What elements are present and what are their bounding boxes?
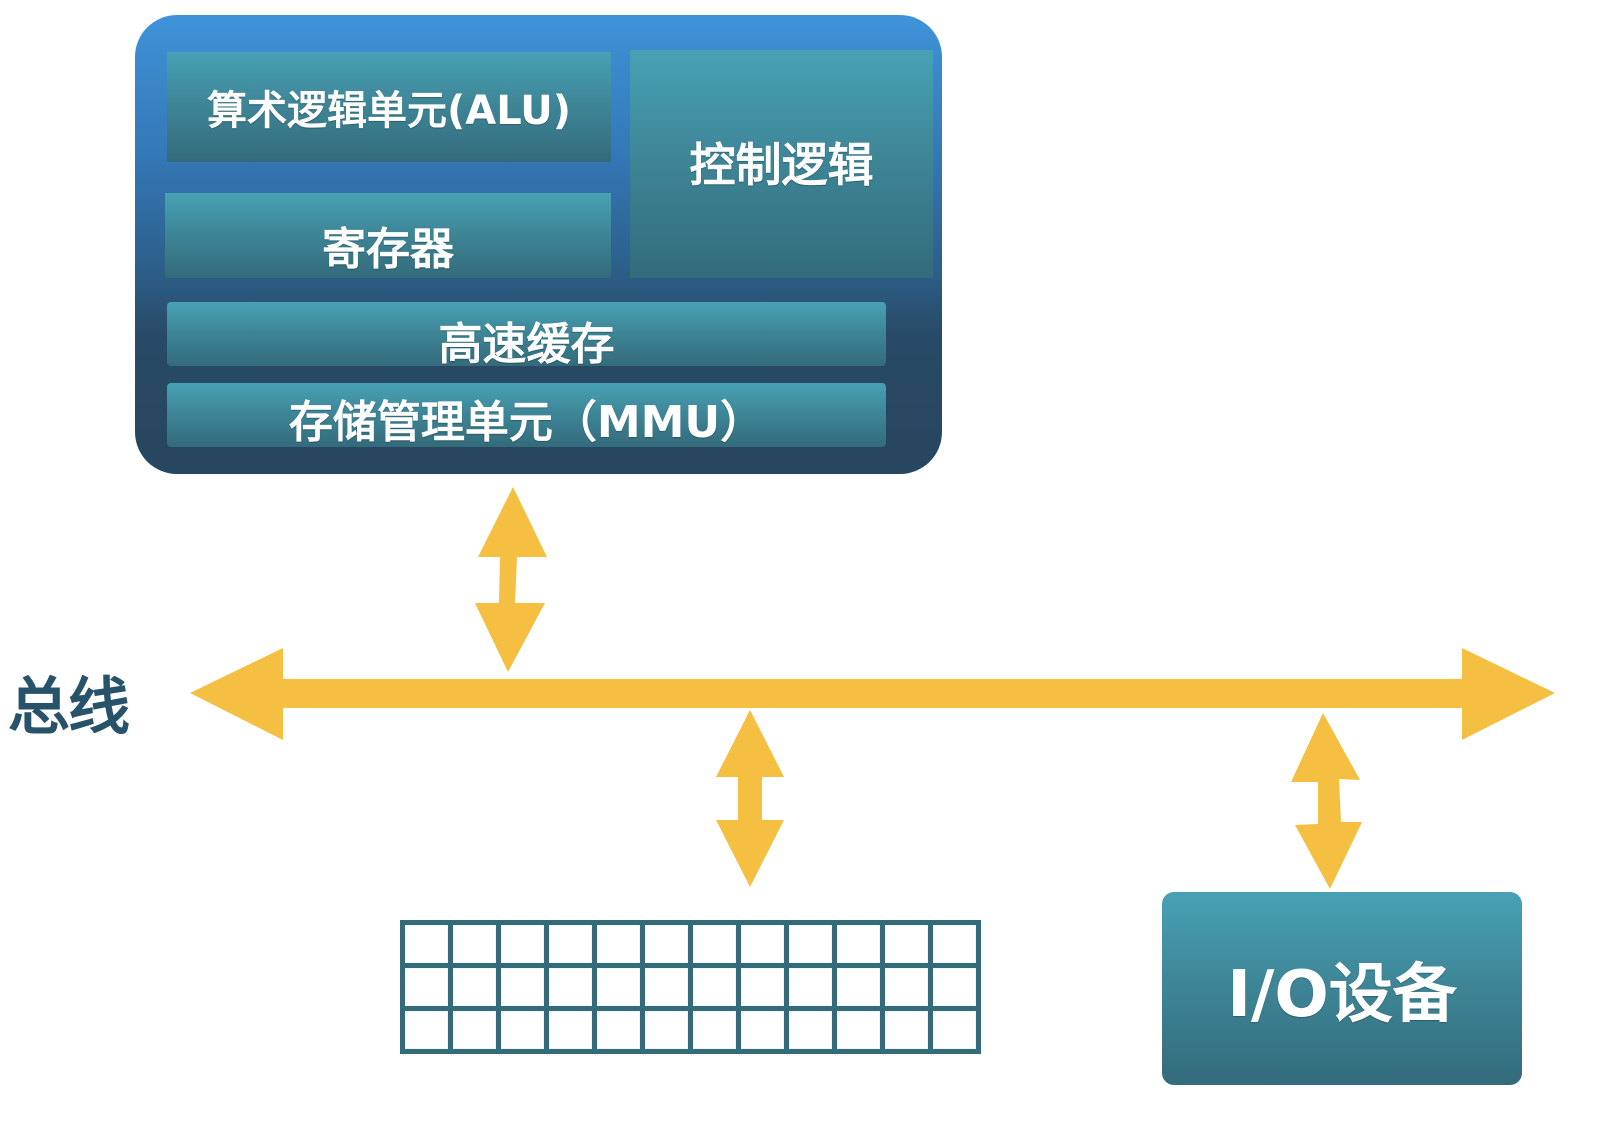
memory-cell <box>400 963 453 1011</box>
memory-cell <box>496 1006 549 1054</box>
memory-cell <box>832 920 885 968</box>
memory-row <box>400 963 981 1011</box>
memory-cell <box>784 963 837 1011</box>
memory-cells <box>400 920 981 1054</box>
memory-bus-arrow-icon <box>716 710 784 887</box>
memory-cell <box>688 920 741 968</box>
memory-cell <box>544 963 597 1011</box>
memory-cell <box>592 920 645 968</box>
register-block: 寄存器 <box>165 193 611 278</box>
memory-cell <box>448 1006 501 1054</box>
cache-block: 高速缓存 <box>167 302 886 370</box>
memory-cell <box>640 963 693 1011</box>
memory-cell <box>544 1006 597 1054</box>
memory-row <box>400 1006 981 1054</box>
bus-double-arrow-icon <box>190 648 1555 740</box>
memory-cell <box>640 920 693 968</box>
memory-cell <box>688 1006 741 1054</box>
control-logic-block: 控制逻辑 <box>630 50 933 278</box>
memory-cell <box>448 920 501 968</box>
memory-cell <box>592 963 645 1011</box>
memory-cell <box>928 963 981 1011</box>
io-bus-arrow-icon <box>1291 713 1362 889</box>
mmu-block: 存储管理单元（MMU） <box>167 383 886 448</box>
memory-cell <box>496 963 549 1011</box>
memory-cell <box>784 920 837 968</box>
memory-cell <box>736 1006 789 1054</box>
memory-cell <box>736 963 789 1011</box>
memory-cell <box>832 1006 885 1054</box>
memory-row <box>400 920 981 968</box>
alu-block: 算术逻辑单元(ALU) <box>167 52 611 162</box>
memory-grid <box>400 920 981 1054</box>
memory-cell <box>592 1006 645 1054</box>
memory-cell <box>400 920 453 968</box>
memory-cell <box>928 1006 981 1054</box>
memory-cell <box>832 963 885 1011</box>
memory-cell <box>688 963 741 1011</box>
memory-cell <box>880 963 933 1011</box>
memory-cell <box>448 963 501 1011</box>
memory-cell <box>640 1006 693 1054</box>
memory-cell <box>544 920 597 968</box>
memory-cell <box>736 920 789 968</box>
cpu-bus-arrow-icon <box>475 487 547 672</box>
memory-cell <box>400 1006 453 1054</box>
memory-cell <box>880 1006 933 1054</box>
memory-cell <box>928 920 981 968</box>
memory-cell <box>880 920 933 968</box>
memory-cell <box>784 1006 837 1054</box>
io-device-block: I/O设备 <box>1162 892 1522 1085</box>
bus-label: 总线 <box>8 670 130 743</box>
cpu-container: 算术逻辑单元(ALU) 控制逻辑 寄存器 高速缓存 存储管理单元（MMU） <box>135 15 942 474</box>
memory-cell <box>496 920 549 968</box>
